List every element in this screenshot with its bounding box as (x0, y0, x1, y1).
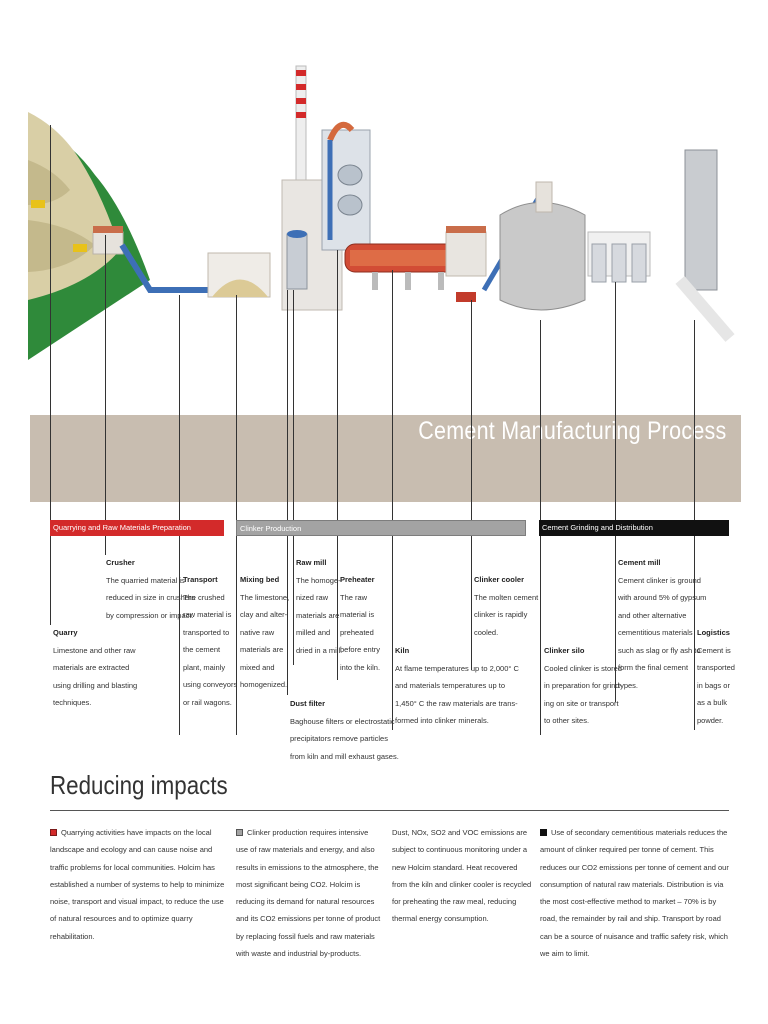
cement-silos (587, 231, 651, 283)
impact-column-quarrying: Quarrying activities have impacts on the… (50, 824, 232, 945)
black-square-icon (540, 829, 547, 836)
leader-line-kiln (392, 270, 393, 730)
step-preheater: Preheater The raw material is preheated … (340, 571, 380, 676)
page-title: Cement Manufacturing Process (418, 417, 727, 445)
step-quarry-title: Quarry (53, 628, 78, 637)
title-band: Cement Manufacturing Process (30, 415, 741, 502)
impact-text-grinding: Use of secondary cementitious materials … (540, 828, 729, 959)
leader-line-mixing-bed (236, 295, 237, 735)
impact-column-clinker: Clinker production requires intensive us… (236, 824, 382, 962)
quarry-hill (28, 112, 150, 360)
kiln (344, 243, 471, 290)
step-cement-mill: Cement mill Cement clinker is ground wit… (618, 554, 706, 694)
cement-plant-illustration (28, 65, 735, 360)
step-mixing-bed-text: The limestone, clay and alter- native ra… (240, 592, 290, 690)
impact-column-emissions: Dust, NOx, SO2 and VOC emissions are sub… (392, 824, 532, 928)
step-logistics-title: Logistics (697, 628, 730, 637)
raw-mill (281, 179, 343, 311)
step-crusher-text: The quarried material is reduced in size… (106, 575, 196, 620)
section-title-reducing-impacts: Reducing impacts (50, 770, 228, 800)
section-divider (50, 810, 729, 811)
leader-line-clinker-cooler (471, 300, 472, 670)
step-kiln-text: At flame temperatures up to 2,000° C and… (395, 663, 519, 726)
step-logistics-text: Cement is transported in bags or as a bu… (697, 645, 735, 725)
step-transport-text: The crushed raw material is transported … (183, 592, 238, 707)
step-raw-mill-title: Raw mill (296, 558, 327, 567)
step-clinker-cooler-title: Clinker cooler (474, 575, 525, 584)
leader-line-dust-filter (287, 290, 288, 695)
step-quarry: Quarry Limestone and other raw materials… (53, 624, 137, 712)
step-preheater-title: Preheater (340, 575, 375, 584)
red-square-icon (50, 829, 57, 836)
impact-column-grinding: Use of secondary cementitious materials … (540, 824, 730, 962)
impact-text-quarrying: Quarrying activities have impacts on the… (50, 828, 225, 941)
impact-text-clinker: Clinker production requires intensive us… (236, 828, 381, 959)
step-clinker-cooler-text: The molten cement clinker is rapidly coo… (474, 592, 539, 637)
step-crusher-title: Crusher (106, 558, 135, 567)
step-dust-filter: Dust filter Baghouse filters or electros… (290, 695, 399, 765)
leader-line-transport (179, 295, 180, 735)
step-cement-mill-text: Cement clinker is ground with around 5% … (618, 575, 707, 690)
stage-quarrying: Quarrying and Raw Materials Preparation (50, 520, 224, 536)
grey-square-icon (236, 829, 243, 836)
step-clinker-cooler: Clinker cooler The molten cement clinker… (474, 571, 538, 641)
stage-clinker-production: Clinker Production (236, 520, 526, 536)
step-clinker-silo-text: Cooled clinker is stored in preparation … (544, 663, 622, 726)
crusher-building (92, 226, 124, 255)
impact-text-emissions: Dust, NOx, SO2 and VOC emissions are sub… (392, 828, 532, 924)
clinker-cooler (445, 226, 487, 302)
step-preheater-text: The raw material is preheated before ent… (340, 592, 381, 672)
conveyor-belt (119, 243, 215, 293)
step-clinker-silo-title: Clinker silo (544, 646, 585, 655)
step-mixing-bed: Mixing bed The limestone, clay and alter… (240, 571, 289, 694)
logistics-silo (675, 149, 735, 342)
step-transport: Transport The crushed raw material is tr… (183, 571, 237, 711)
clinker-silo (499, 181, 586, 311)
step-raw-mill-text: The homoge- nized raw materials are mill… (296, 575, 343, 655)
step-cement-mill-title: Cement mill (618, 558, 661, 567)
leader-line-crusher (105, 235, 106, 555)
step-raw-mill: Raw mill The homoge- nized raw materials… (296, 554, 342, 659)
step-quarry-text: Limestone and other raw materials are ex… (53, 645, 138, 708)
step-crusher: Crusher The quarried material is reduced… (106, 554, 195, 624)
step-clinker-silo: Clinker silo Cooled clinker is stored in… (544, 642, 622, 730)
leader-line-raw-mill (293, 290, 294, 665)
leader-line-quarry (50, 125, 51, 625)
stage-cement-grinding: Cement Grinding and Distribution (539, 520, 729, 536)
step-transport-title: Transport (183, 575, 218, 584)
mixing-bed (207, 252, 271, 298)
preheater-tower (321, 121, 371, 251)
step-kiln-title: Kiln (395, 646, 410, 655)
step-dust-filter-text: Baghouse filters or electrostatic precip… (290, 716, 399, 761)
step-mixing-bed-title: Mixing bed (240, 575, 280, 584)
leader-line-preheater (337, 250, 338, 680)
step-logistics: Logistics Cement is transported in bags … (697, 624, 735, 729)
step-dust-filter-title: Dust filter (290, 699, 326, 708)
leader-line-cement-mill (615, 282, 616, 702)
step-kiln: Kiln At flame temperatures up to 2,000° … (395, 642, 519, 730)
